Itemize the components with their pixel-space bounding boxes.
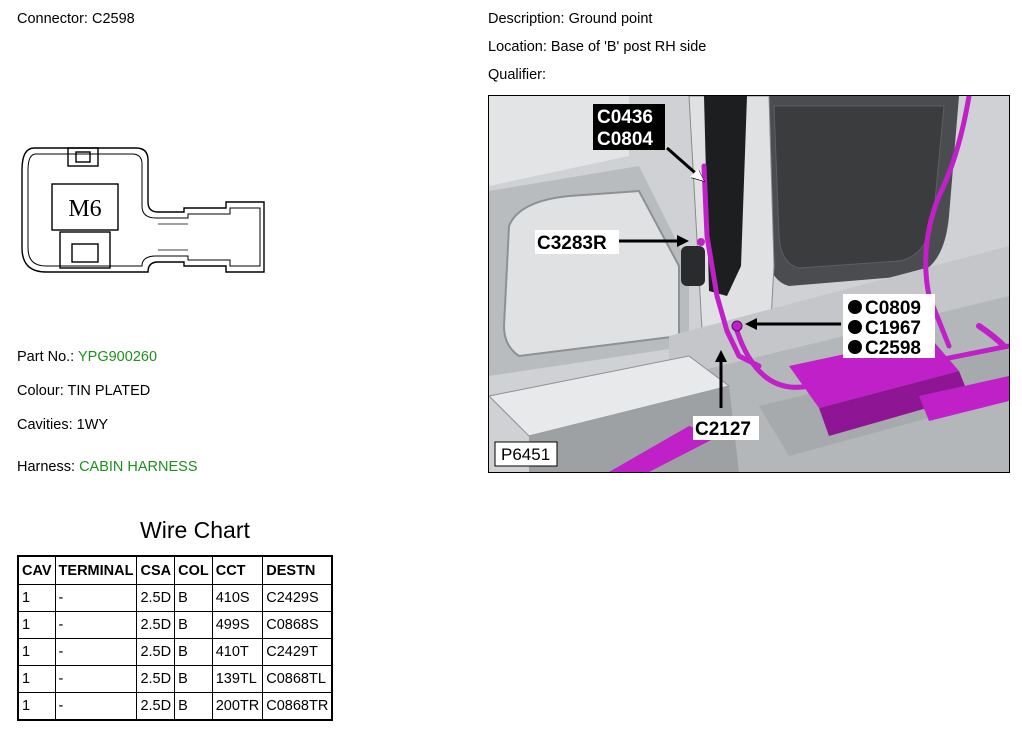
connector-label: Connector: [17, 11, 88, 27]
cell-terminal: - [54, 584, 138, 612]
cell-cct: 139TL [211, 665, 264, 693]
cell-cct: 499S [211, 611, 264, 639]
colour-value: TIN PLATED [67, 383, 151, 399]
cell-col: B [174, 692, 213, 721]
qualifier-label: Qualifier: [488, 67, 547, 83]
cell-cav: 1 [17, 638, 56, 666]
photo-id-box [494, 441, 558, 467]
callout-box-c0436 [593, 104, 665, 150]
cell-terminal: - [54, 665, 138, 693]
cell-csa: 2.5D [136, 611, 176, 639]
wire-chart-title: Wire Chart [140, 517, 250, 543]
qualifier-field: Qualifier: [488, 67, 546, 83]
cell-terminal: - [54, 611, 138, 639]
harness-field: Harness: CABIN HARNESS [17, 459, 198, 475]
location-field: Location: Base of 'B' post RH side [488, 39, 706, 55]
connector-field: Connector: C2598 [17, 11, 135, 27]
cell-cav: 1 [17, 611, 56, 639]
cell-cct: 200TR [211, 692, 264, 721]
cell-destn: C0868TL [262, 665, 333, 693]
photo-id: P6451 [501, 445, 550, 464]
colour-label: Colour: [17, 383, 64, 399]
callout-c2127: C2127 [695, 419, 751, 440]
description-label: Description: [488, 11, 565, 27]
location-illustration: C0436 C0804 C3283R C0809 C1967 C2598 C21… [488, 95, 1010, 473]
cell-col: B [174, 665, 213, 693]
connector-value: C2598 [91, 11, 135, 27]
cell-destn: C2429S [262, 584, 333, 612]
col-header-destn: DESTN [262, 555, 333, 585]
cell-destn: C0868S [262, 611, 333, 639]
table-row: 1 - 2.5D B 200TR C0868TR [17, 692, 333, 721]
harness-link[interactable]: CABIN HARNESS [79, 459, 198, 475]
description-value: Ground point [568, 11, 653, 27]
cell-csa: 2.5D [136, 584, 176, 612]
cell-csa: 2.5D [136, 665, 176, 693]
callout-c0804: C0804 [597, 129, 653, 150]
cavities-label: Cavities: [17, 417, 73, 433]
connector-diagram: M6 [21, 147, 265, 273]
table-row: 1 - 2.5D B 499S C0868S [17, 611, 333, 639]
callout-c3283r: C3283R [537, 233, 607, 254]
cavities-value: 1WY [76, 417, 109, 433]
table-header-row: CAV TERMINAL CSA COL CCT DESTN [17, 555, 333, 585]
cell-cav: 1 [17, 584, 56, 612]
cell-destn: C2429T [262, 638, 333, 666]
part-no-link[interactable]: YPG900260 [78, 349, 158, 365]
harness-label: Harness: [17, 459, 76, 475]
col-header-cct: CCT [211, 555, 264, 585]
location-label: Location: [488, 39, 547, 55]
cell-cav: 1 [17, 665, 56, 693]
part-no-field: Part No.: YPG900260 [17, 349, 157, 365]
location-value: Base of 'B' post RH side [550, 39, 707, 55]
cell-col: B [174, 611, 213, 639]
table-row: 1 - 2.5D B 410T C2429T [17, 638, 333, 666]
callout-c0436: C0436 [597, 107, 653, 128]
cell-csa: 2.5D [136, 692, 176, 721]
location-illustration-drawing: C0436 C0804 C3283R C0809 C1967 C2598 C21… [489, 96, 1009, 472]
callout-c1967: C1967 [865, 318, 921, 339]
wire-chart-table: CAV TERMINAL CSA COL CCT DESTN 1 - 2.5D … [17, 555, 334, 721]
cell-col: B [174, 584, 213, 612]
callout-c0809: C0809 [865, 298, 921, 319]
table-row: 1 - 2.5D B 139TL C0868TL [17, 665, 333, 693]
cell-cct: 410S [211, 584, 264, 612]
col-header-terminal: TERMINAL [54, 555, 138, 585]
callout-c2598: C2598 [865, 338, 921, 359]
col-header-col: COL [174, 555, 213, 585]
cell-terminal: - [54, 692, 138, 721]
diagram-m6-text: M6 [68, 196, 101, 222]
callout-box-c3283r [535, 230, 619, 254]
cell-cav: 1 [17, 692, 56, 721]
cell-csa: 2.5D [136, 638, 176, 666]
cavities-field: Cavities: 1WY [17, 417, 108, 433]
description-field: Description: Ground point [488, 11, 652, 27]
cell-cct: 410T [211, 638, 264, 666]
cell-col: B [174, 638, 213, 666]
table-row: 1 - 2.5D B 410S C2429S [17, 584, 333, 612]
colour-field: Colour: TIN PLATED [17, 383, 150, 399]
part-no-label: Part No.: [17, 349, 75, 365]
cell-terminal: - [54, 638, 138, 666]
col-header-cav: CAV [17, 555, 56, 585]
col-header-csa: CSA [136, 555, 176, 585]
cell-destn: C0868TR [262, 692, 333, 721]
callout-box-c2127 [693, 416, 759, 440]
